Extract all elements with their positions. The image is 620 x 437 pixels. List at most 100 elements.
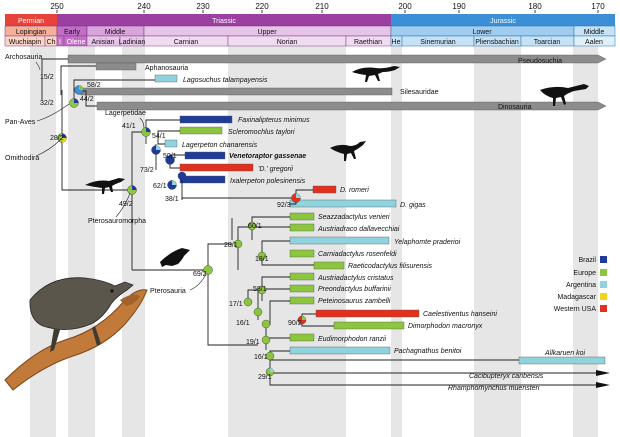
taxon-label-peteinosaurus: Peteinosaurus zambelli <box>318 298 391 305</box>
support-value: 90/2 <box>288 320 302 327</box>
epoch-label: Lower <box>472 29 492 36</box>
legend-swatch <box>600 281 607 288</box>
stage-label: Anisian <box>92 39 115 46</box>
epoch-label: Early <box>64 29 80 36</box>
pterosaur-silhouette <box>160 248 190 267</box>
legend: Brazil Europe Argentina Madagascar Weste… <box>554 256 607 313</box>
time-tick: 190 <box>452 2 466 11</box>
range-bar-d-gregorii <box>179 163 254 172</box>
legend-label: Western USA <box>554 306 597 313</box>
legend-swatch <box>600 293 607 300</box>
animal-illustration <box>4 277 148 391</box>
taxon-label-seazzadactylus: Seazzadactylus venieri <box>318 214 390 221</box>
silesaur-silhouette <box>352 66 400 82</box>
support-value: 50/1 <box>163 153 177 160</box>
stage-label: Ch <box>47 39 56 46</box>
range-bar-scleromochlus <box>179 126 223 135</box>
period-permian <box>5 14 57 26</box>
range-bar-austriadraco <box>289 223 315 232</box>
clade-label-pterosauria: Pterosauria <box>150 288 186 295</box>
range-bar-ixalerpeton <box>179 175 226 184</box>
taxon-label-silesauridae: Silesauridae <box>400 89 439 96</box>
range-bar-silesauridae <box>80 87 393 96</box>
range-bar-yelaphomte <box>289 236 390 245</box>
legend-label: Madagascar <box>557 294 596 301</box>
node-markers <box>57 85 307 377</box>
taxon-label-d-gregorii: 'D.' gregorii <box>258 166 293 173</box>
range-bar-austriadactylus <box>289 272 315 281</box>
taxon-label-pachagnathus: Pachagnathus benitoi <box>394 348 462 355</box>
support-value: 16/1 <box>236 320 250 327</box>
support-value: 18/1 <box>255 256 269 263</box>
epoch-label: Middle <box>584 29 605 36</box>
range-bar-peteinosaurus <box>289 296 315 305</box>
animal-body-illustration <box>29 277 134 330</box>
time-tick: 180 <box>528 2 542 11</box>
time-tick: 250 <box>50 2 64 11</box>
period-row: Permian Triassic Jurassic <box>5 14 615 26</box>
range-bar-aphanosauria <box>95 62 137 71</box>
range-bar-lagosuchus <box>154 74 178 83</box>
range-bar-raeticodactylus <box>313 261 345 270</box>
stage-label: He <box>392 39 401 46</box>
taxon-label-d-romeri: D. romeri <box>340 187 369 194</box>
range-bars <box>67 54 607 365</box>
support-value: 49/2 <box>119 201 133 208</box>
stage-label: I <box>59 39 61 46</box>
clade-label-omithodira: Omithodira <box>5 155 39 162</box>
stage-label: Toarcian <box>534 39 561 46</box>
stage-label: Aalen <box>585 39 603 46</box>
support-value: 19/1 <box>246 339 260 346</box>
taxon-label-preondactylus: Preondactylus buffarinii <box>318 286 391 293</box>
stage-label: Raethian <box>354 39 382 46</box>
range-bar-pseudosuchia <box>67 54 607 64</box>
stage-label: Pliensbachian <box>475 39 519 46</box>
range-bar-d-gigas <box>289 199 397 208</box>
range-bar-pachagnathus <box>289 346 391 355</box>
time-tick: 240 <box>137 2 151 11</box>
legend-swatch <box>600 269 607 276</box>
time-axis: 250 240 230 220 210 200 190 180 170 <box>50 2 605 13</box>
support-value: 60/1 <box>248 223 262 230</box>
taxon-label-aphanosauria: Aphanosauria <box>145 65 188 72</box>
range-bar-d-romeri <box>312 185 337 194</box>
legend-swatch <box>600 305 607 312</box>
taxon-label-allkaruen: Allkaruen koi <box>544 350 586 357</box>
range-bar-eudimorphodon <box>289 333 315 342</box>
taxon-label-carniadactylus: Carniadactylus rosenfeldi <box>318 251 397 258</box>
support-value: 32/2 <box>40 100 54 107</box>
support-value: 41/1 <box>122 123 136 130</box>
stage-row <box>4 35 616 47</box>
pterosauromorph-silhouette <box>85 178 125 194</box>
support-value: 28/2 <box>50 135 64 142</box>
range-bar-preondactylus <box>289 284 315 293</box>
clade-label-pterosauromorpha: Pterosauromorpha <box>88 218 146 225</box>
taxon-label-austriadraco: Austriadraco dallavecchiai <box>317 226 400 233</box>
stage-labels: Wuchiapin Ch I Olene Anisian Ladinian Ca… <box>9 39 603 46</box>
clade-label-archosauria: Archosauria <box>5 54 42 61</box>
tree-branch-illustration <box>4 289 148 391</box>
legend-swatch <box>600 256 607 263</box>
taxon-labels: Pseudosuchia Aphanosauria Lagosuchus tal… <box>145 58 586 392</box>
stage-label: Wuchiapin <box>9 39 42 46</box>
stage-label: Norian <box>277 39 298 46</box>
dinosaur-silhouette <box>540 84 589 106</box>
period-jurassic <box>391 14 615 26</box>
support-value: 58/1 <box>253 286 267 293</box>
time-tick: 200 <box>398 2 412 11</box>
venetoraptor-silhouette <box>330 141 366 161</box>
silhouettes <box>85 66 589 267</box>
support-value: 58/2 <box>87 82 101 89</box>
legend-label: Europe <box>573 270 596 277</box>
support-value: 54/1 <box>152 133 166 140</box>
support-value: 69/2 <box>193 271 207 278</box>
support-value: 28/1 <box>224 242 238 249</box>
clade-label-lagerpetidae: Lagerpetidae <box>105 110 146 117</box>
taxon-label-raeticodactylus: Raeticodactylus filisurensis <box>348 263 433 270</box>
support-value: 15/2 <box>40 74 54 81</box>
support-value: 38/1 <box>165 196 179 203</box>
taxon-label-cacibupteryx: Cacibupteryx caribensis <box>469 373 544 380</box>
taxon-label-faxinalipterus: Faxinalipterus minimus <box>238 117 310 124</box>
epoch-row <box>4 25 616 37</box>
support-value: 16/1 <box>254 354 268 361</box>
